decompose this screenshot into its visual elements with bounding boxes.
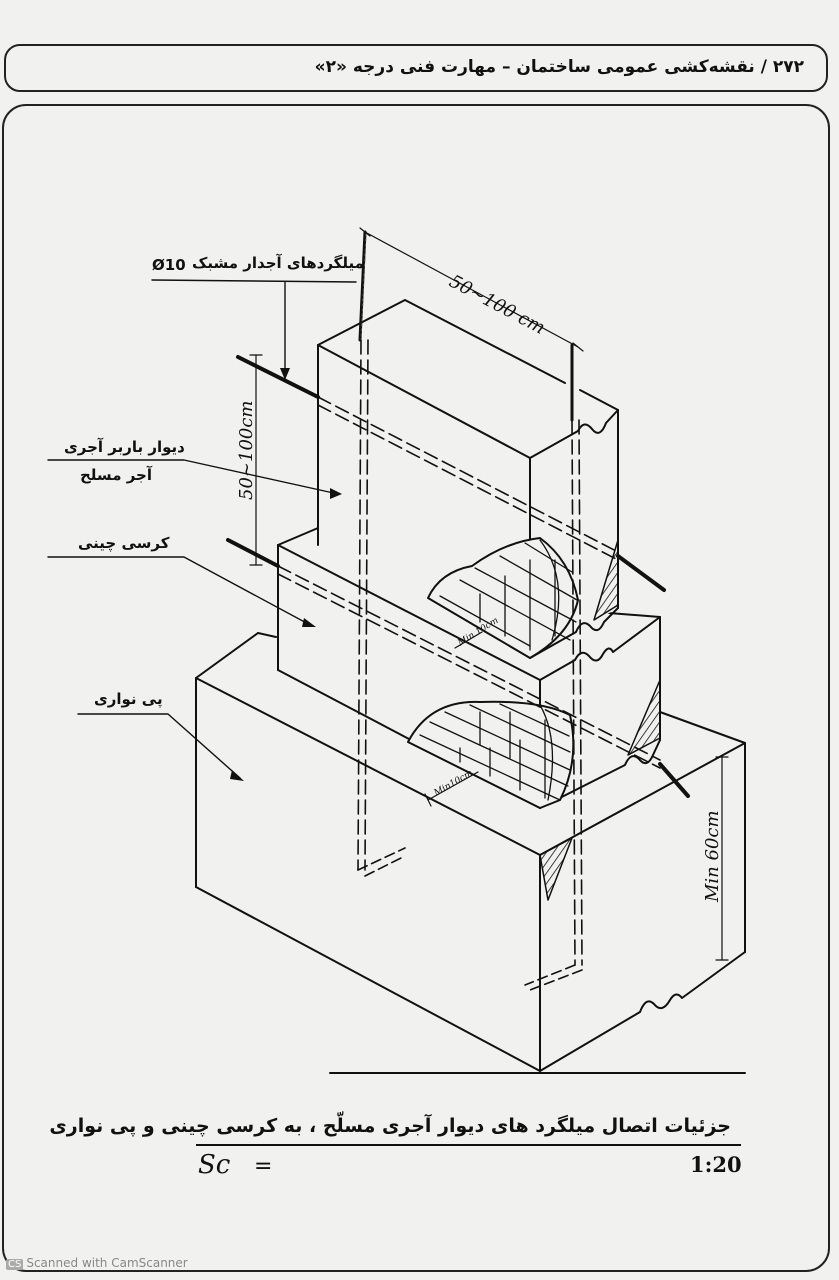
dim-wall-height-text: 50~100cm [236, 401, 257, 501]
rebar-label: میلگردهای آجدار مشبک [192, 254, 364, 272]
footing-cut-hatch [539, 837, 573, 901]
dimension-embed-plinth [454, 631, 483, 649]
leader-wall [47, 459, 339, 495]
plinth-brick-courses [419, 703, 571, 801]
caption-underline [196, 1144, 741, 1146]
leader-plinth [47, 556, 313, 627]
dimension-wall-height [249, 354, 263, 566]
wall-brick-courses [439, 539, 578, 651]
leader-footing [77, 713, 241, 779]
vertical-rebar-right [524, 343, 583, 991]
vertical-rebar-left [357, 230, 406, 877]
load-bearing-brick-wall [317, 299, 619, 659]
wall-cut-hatch [593, 539, 619, 621]
wall-brick-cutaway [427, 537, 579, 659]
footing-label: پی نواری [94, 690, 163, 708]
page-header-title: ۲۷۲ / نقشه‌کشی عمومی ساختمان – مهارت فنی… [314, 57, 804, 77]
dimension-footing-height [715, 756, 729, 961]
leader-rebar [151, 279, 357, 377]
plinth-cut-hatch [627, 679, 661, 756]
wall-label-line1: دیوار باربر آجری [64, 438, 185, 456]
horizontal-rebar-upper [236, 355, 666, 592]
horizontal-rebar-lower [226, 538, 690, 798]
wall-label-line2: آجر مسلح [80, 466, 152, 484]
plinth-label: کرسی چینی [78, 534, 170, 552]
dimension-rebar-spacing [359, 227, 584, 352]
rebar-size-label: Ø10 [152, 256, 186, 274]
scale-equals: = [254, 1154, 273, 1179]
drawing-caption: جزئیات اتصال میلگرد های دیوار آجری مسلّح… [49, 1115, 731, 1137]
camscanner-badge-icon: CS [6, 1259, 24, 1270]
scale-value: 1:20 [690, 1152, 742, 1177]
leader-lines [47, 279, 357, 781]
dimension-embed-footing [424, 771, 479, 807]
scale-label: Sc [198, 1150, 231, 1180]
page-header: ۲۷۲ / نقشه‌کشی عمومی ساختمان – مهارت فنی… [4, 44, 828, 92]
content-frame [2, 104, 830, 1272]
watermark-text: Scanned with CamScanner [26, 1256, 188, 1270]
dim-footing-height-text: Min 60cm [702, 810, 723, 903]
